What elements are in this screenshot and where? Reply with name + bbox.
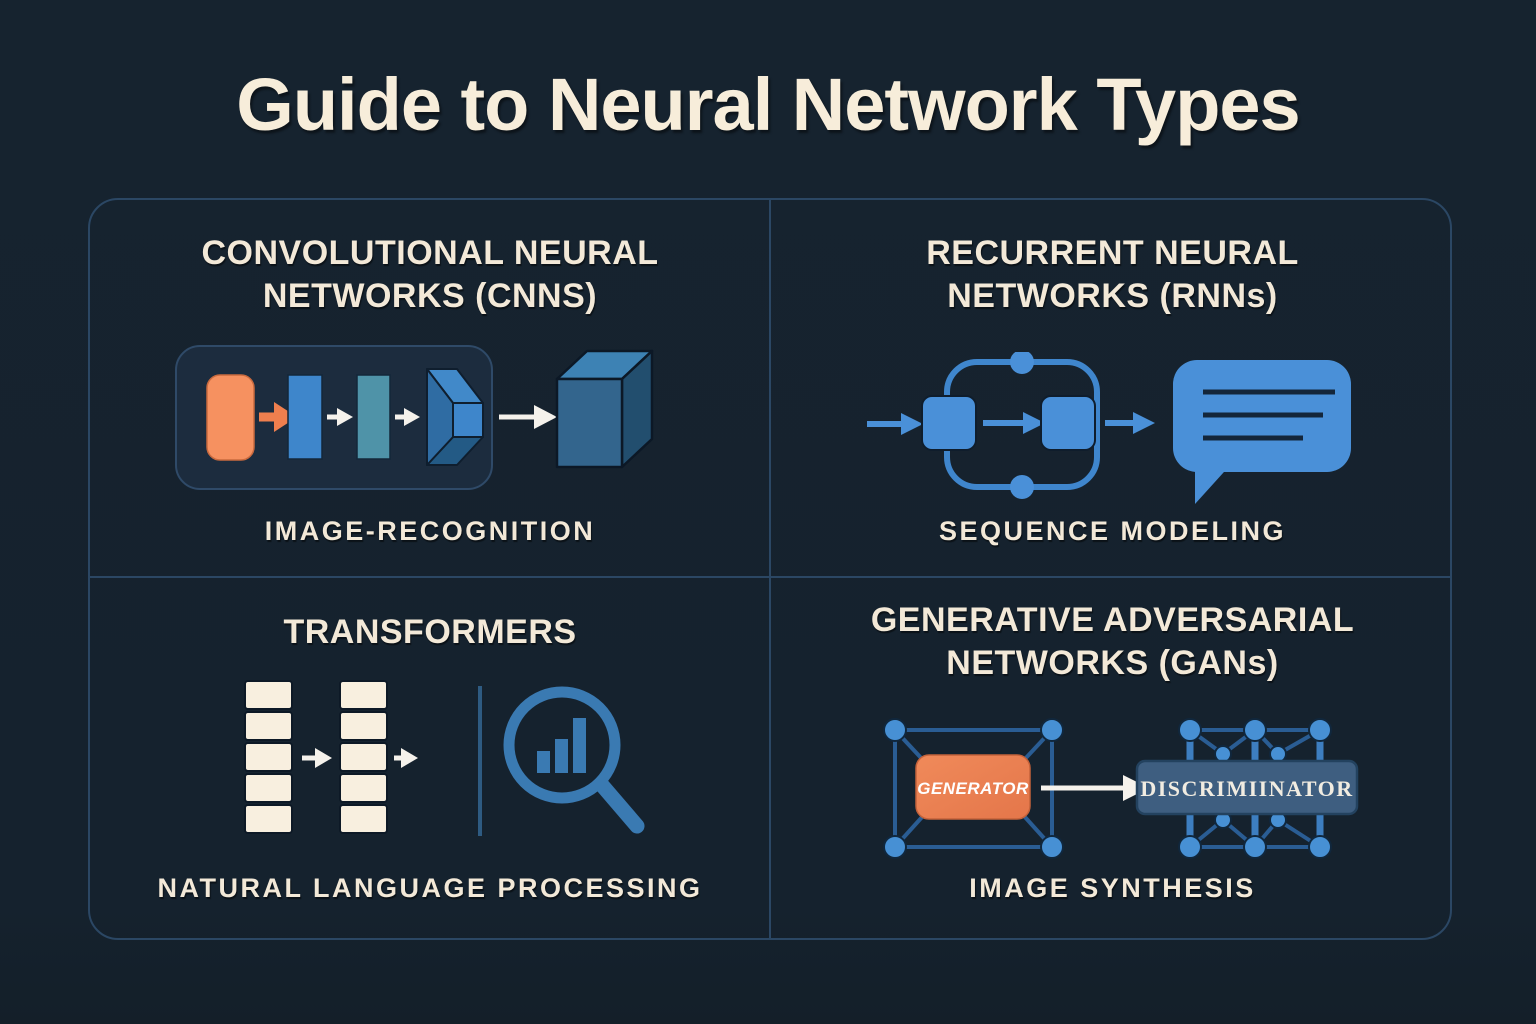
transformers-heading-line1: TRANSFORMERS	[283, 613, 577, 651]
rnn-heading: RECURRENT NEURAL NETWORKS (RNNs)	[771, 232, 1454, 318]
white-arrow-icon	[1041, 775, 1149, 801]
cnn-heading: CONVOLUTIONAL NEURAL NETWORKS (CNNS)	[90, 232, 770, 318]
generator-discriminator-icon: GENERATOR	[883, 718, 1359, 859]
transformers-heading: TRANSFORMERS	[90, 611, 770, 654]
gan-caption: IMAGE SYNTHESIS	[969, 873, 1256, 903]
generator-box	[915, 754, 1031, 820]
quadrant-cnn: CONVOLUTIONAL NEURAL NETWORKS (CNNS)	[90, 200, 770, 577]
white-arrow-icon	[394, 748, 418, 768]
quadrant-grid: CONVOLUTIONAL NEURAL NETWORKS (CNNS)	[88, 198, 1452, 940]
cnn-heading-line1: CONVOLUTIONAL NEURAL	[201, 234, 659, 272]
rnn-cell-2	[1040, 395, 1096, 451]
quadrant-rnn: RECURRENT NEURAL NETWORKS (RNNs)	[771, 200, 1454, 577]
rnn-caption: SEQUENCE MODELING	[938, 516, 1287, 546]
page-title: Guide to Neural Network Types	[236, 63, 1300, 146]
conv-layer-blue-block	[287, 374, 323, 460]
cnn-pipeline-icon	[175, 345, 654, 490]
loop-node-top	[1010, 352, 1034, 374]
speech-bubble-icon	[1173, 360, 1351, 504]
horizontal-divider	[90, 576, 1450, 578]
discriminator-box	[1135, 759, 1359, 816]
quadrant-transformers: TRANSFORMERS	[90, 578, 770, 942]
conv-layer-teal-block	[356, 374, 391, 460]
white-arrow-icon	[327, 408, 353, 426]
discriminator-network-nodes	[1178, 718, 1332, 859]
rnn-loop-speech-bubble-icon	[867, 352, 1351, 504]
white-arrow-icon	[395, 408, 420, 426]
white-arrow-icon	[499, 405, 557, 429]
magnifier-chart-icon	[503, 686, 645, 834]
token-stack-2	[339, 680, 388, 834]
rnn-heading-line1: RECURRENT NEURAL	[926, 234, 1299, 272]
loop-node-bottom	[1010, 475, 1034, 499]
rnn-heading-line2: NETWORKS (RNNs)	[947, 277, 1278, 315]
transformers-caption: NATURAL LANGUAGE PROCESSING	[157, 873, 703, 903]
token-stacks-magnifier-icon	[244, 680, 645, 836]
cnn-heading-line2: NETWORKS (CNNS)	[262, 277, 598, 315]
generator-label: GENERATOR	[917, 779, 1029, 798]
blue-arrow-icon	[983, 412, 1045, 434]
rnn-cell-1	[921, 395, 977, 451]
discriminator-label: DISCRIMIINATOR	[1140, 776, 1353, 801]
feature-cube-icon	[555, 349, 654, 469]
pooling-frustum-icon	[426, 368, 484, 466]
gan-heading: GENERATIVE ADVERSARIAL NETWORKS (GANs)	[771, 599, 1454, 685]
orange-arrow-icon	[259, 402, 297, 432]
gan-heading-line2: NETWORKS (GANs)	[946, 644, 1279, 682]
generator-network-nodes	[883, 718, 1064, 859]
token-stack-1	[244, 680, 293, 834]
white-arrow-icon	[302, 748, 332, 768]
input-image-block	[206, 374, 255, 461]
blue-arrow-icon	[1105, 412, 1155, 434]
quadrant-gan: GENERATIVE ADVERSARIAL NETWORKS (GANs)	[771, 578, 1454, 942]
blue-arrow-icon	[867, 413, 923, 435]
vertical-divider	[769, 200, 771, 938]
cnn-caption: IMAGE-RECOGNITION	[264, 516, 596, 546]
gan-heading-line1: GENERATIVE ADVERSARIAL	[870, 601, 1355, 639]
